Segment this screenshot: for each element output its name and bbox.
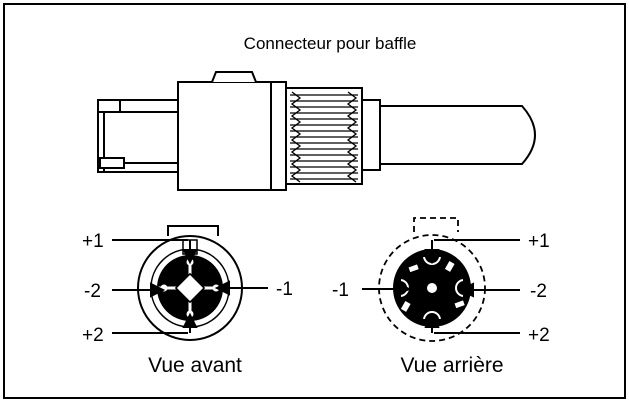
front-pin-minus1: -1: [276, 279, 293, 300]
connector-nose: [97, 99, 179, 173]
rear-view: +1 -1 -2 +2 Vue arrière: [332, 217, 550, 377]
diagram-frame: [3, 3, 626, 399]
front-pin-plus1: +1: [82, 231, 104, 252]
front-view-caption: Vue avant: [148, 354, 242, 377]
front-pin-plus2: +2: [82, 325, 104, 346]
knurled-ring: [285, 87, 363, 185]
cable: [378, 105, 536, 165]
rear-outer-ring: [378, 234, 486, 342]
rear-pin-minus2: -2: [530, 281, 547, 302]
rear-pin-plus1: +1: [528, 231, 550, 252]
connector-tail: [361, 99, 381, 171]
connector-body: [177, 81, 287, 191]
rear-pin-minus1: -1: [332, 280, 349, 301]
front-pin-minus2: -2: [84, 281, 101, 302]
rear-pin-plus2: +2: [528, 325, 550, 346]
latch: [211, 71, 257, 83]
diagram-title: Connecteur pour baffle: [244, 34, 417, 53]
rear-view-caption: Vue arrière: [400, 354, 503, 377]
front-view: +1 -2 -1 +2 Vue avant: [82, 225, 293, 377]
connector-side-view: [97, 71, 536, 191]
